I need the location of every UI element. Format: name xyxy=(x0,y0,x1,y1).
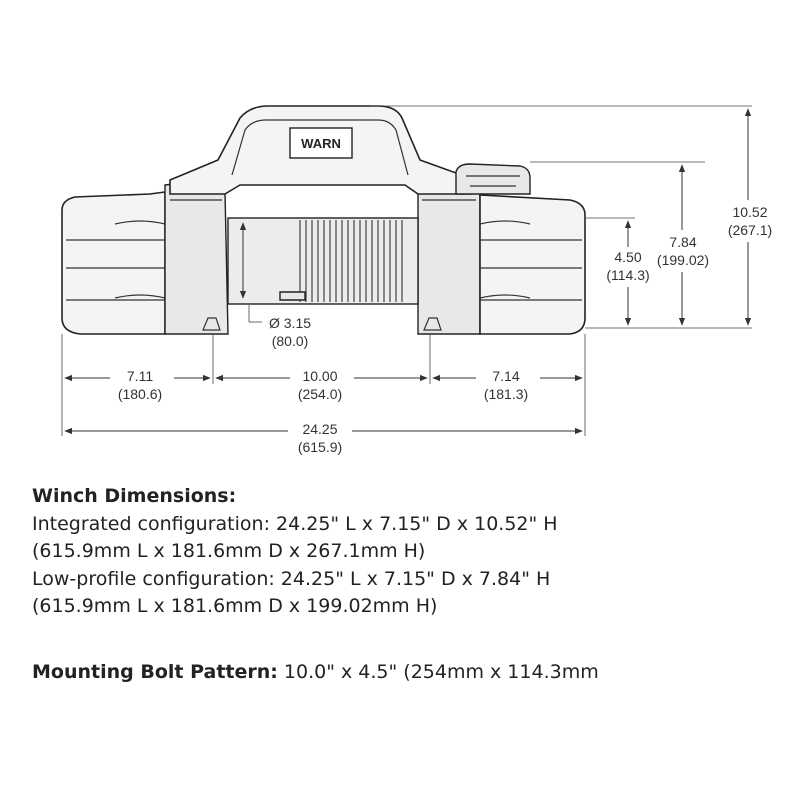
winch-illustration: WARN xyxy=(61,105,586,335)
bolt-height-mm: (114.3) xyxy=(606,267,649,283)
mounting-bolt-line: Mounting Bolt Pattern: 10.0" x 4.5" (254… xyxy=(32,659,772,687)
left-end-bracket xyxy=(164,179,229,335)
total-len-in: 24.25 xyxy=(302,421,337,437)
left-len-in: 7.11 xyxy=(127,368,153,384)
height-low-in: 7.84 xyxy=(669,234,696,250)
height-low-mm: (199.02) xyxy=(657,252,709,268)
cable-drum xyxy=(227,217,419,305)
right-end-bracket xyxy=(417,179,481,335)
remote-connector xyxy=(455,163,531,195)
left-len-mm: (180.6) xyxy=(118,386,162,402)
bolt-height-in: 4.50 xyxy=(614,249,641,265)
rope-hook xyxy=(279,291,306,301)
lowprofile-config-mm: (615.9mm L x 181.6mm D x 199.02mm H) xyxy=(32,595,438,617)
drum-dia-in: Ø 3.15 xyxy=(269,315,311,331)
winch-dimension-diagram: WARN xyxy=(61,105,780,457)
mounting-bolt-heading: Mounting Bolt Pattern: xyxy=(32,660,278,683)
logo-plate xyxy=(289,127,353,159)
lowprofile-config-line: Low-profile configuration: 24.25" L x 7.… xyxy=(32,567,551,590)
integrated-config-mm: (615.9mm L x 181.6mm D x 267.1mm H) xyxy=(32,540,426,562)
specifications: Winch Dimensions: Integrated configurati… xyxy=(32,483,772,686)
rope-wraps xyxy=(299,220,403,302)
mounting-bolt-value: 10.0" x 4.5" (254mm x 114.3mm xyxy=(277,660,599,683)
right-len-in: 7.14 xyxy=(492,368,519,384)
right-housing xyxy=(479,194,586,335)
height-total-mm: (267.1) xyxy=(728,222,772,238)
drum-dia-mm: (80.0) xyxy=(272,333,309,349)
total-len-mm: (615.9) xyxy=(298,439,342,455)
winch-dimensions-heading: Winch Dimensions: xyxy=(32,485,237,507)
center-len-mm: (254.0) xyxy=(298,386,342,402)
height-total-in: 10.52 xyxy=(732,204,767,220)
logo-text: WARN xyxy=(301,136,341,151)
integrated-config-line: Integrated configuration: 24.25" L x 7.1… xyxy=(32,512,558,535)
center-len-in: 10.00 xyxy=(302,368,337,384)
right-len-mm: (181.3) xyxy=(484,386,528,402)
left-housing xyxy=(61,191,166,335)
dimension-labels: 10.52 (267.1) 7.84 (199.02) 4.50 (114.3)… xyxy=(110,200,780,457)
